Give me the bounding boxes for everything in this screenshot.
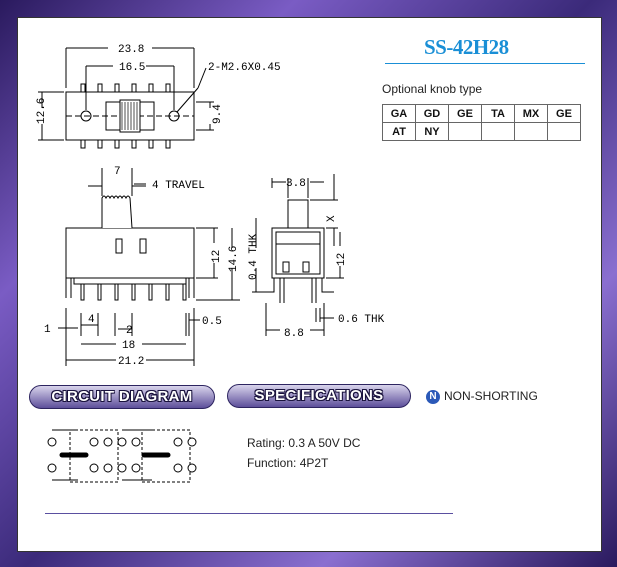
knob-cell <box>448 122 482 141</box>
datasheet-panel: 23.8 16.5 2-M2.6X0.45 12.6 9.4 7 4 TRAVE… <box>17 17 602 552</box>
knob-cell: GD <box>415 104 449 123</box>
dim-x: X <box>326 215 338 222</box>
dim-12-6: 12.6 <box>36 98 48 124</box>
knob-cell <box>547 122 581 141</box>
knob-cell: GA <box>382 104 416 123</box>
specifications-heading: SPECIFICATIONS <box>227 384 411 408</box>
front-view <box>58 168 240 366</box>
knob-cell: GE <box>448 104 482 123</box>
knob-cell <box>481 122 515 141</box>
knob-cell: AT <box>382 122 416 141</box>
circuit-diagram <box>47 429 197 483</box>
dim-23-8: 23.8 <box>118 44 144 56</box>
model-number: SS-42H28 <box>424 35 509 59</box>
dim-18: 18 <box>122 340 135 352</box>
dim-thk-04: 0.4 THK <box>248 233 260 280</box>
dim-1: 1 <box>44 324 51 336</box>
dim-16-5: 16.5 <box>119 62 145 74</box>
circuit-diagram-heading: CIRCUIT DIAGRAM <box>29 385 215 409</box>
bottom-divider <box>45 513 453 514</box>
side-view <box>252 174 344 336</box>
dim-21-2: 21.2 <box>118 356 144 368</box>
mechanical-drawing: 23.8 16.5 2-M2.6X0.45 12.6 9.4 7 4 TRAVE… <box>36 44 385 483</box>
dim-front-12: 12 <box>211 250 223 263</box>
model-underline <box>385 63 585 64</box>
knob-cell: NY <box>415 122 449 141</box>
dim-7: 7 <box>114 166 121 178</box>
knob-cell: TA <box>481 104 515 123</box>
non-shorting-label: NON-SHORTING <box>444 389 538 403</box>
non-shorting-icon: N <box>426 390 440 404</box>
dim-side-12: 12 <box>336 253 348 266</box>
function-text: Function: 4P2T <box>247 456 329 470</box>
dim-0-5: 0.5 <box>202 316 222 328</box>
dim-hole: 2-M2.6X0.45 <box>208 62 281 74</box>
dim-3-8: 3.8 <box>286 178 306 190</box>
knob-type-table: GA GD GE TA MX GE AT NY <box>382 104 581 141</box>
rating-text: Rating: 0.3 A 50V DC <box>247 436 361 450</box>
knob-row: GA GD GE TA MX GE <box>382 104 581 123</box>
knob-cell: MX <box>514 104 548 123</box>
dim-9-4: 9.4 <box>212 104 224 124</box>
knob-type-title: Optional knob type <box>382 82 483 96</box>
dim-4: 4 <box>88 314 95 326</box>
knob-cell: GE <box>547 104 581 123</box>
knob-row: AT NY <box>382 122 581 141</box>
knob-cell <box>514 122 548 141</box>
dim-8-8: 8.8 <box>284 328 304 340</box>
dim-travel: 4 TRAVEL <box>152 180 205 192</box>
dim-14-6: 14.6 <box>228 246 240 272</box>
top-view <box>38 47 214 149</box>
dim-thk-06: 0.6 THK <box>338 314 385 326</box>
dim-2: 2 <box>126 325 133 337</box>
